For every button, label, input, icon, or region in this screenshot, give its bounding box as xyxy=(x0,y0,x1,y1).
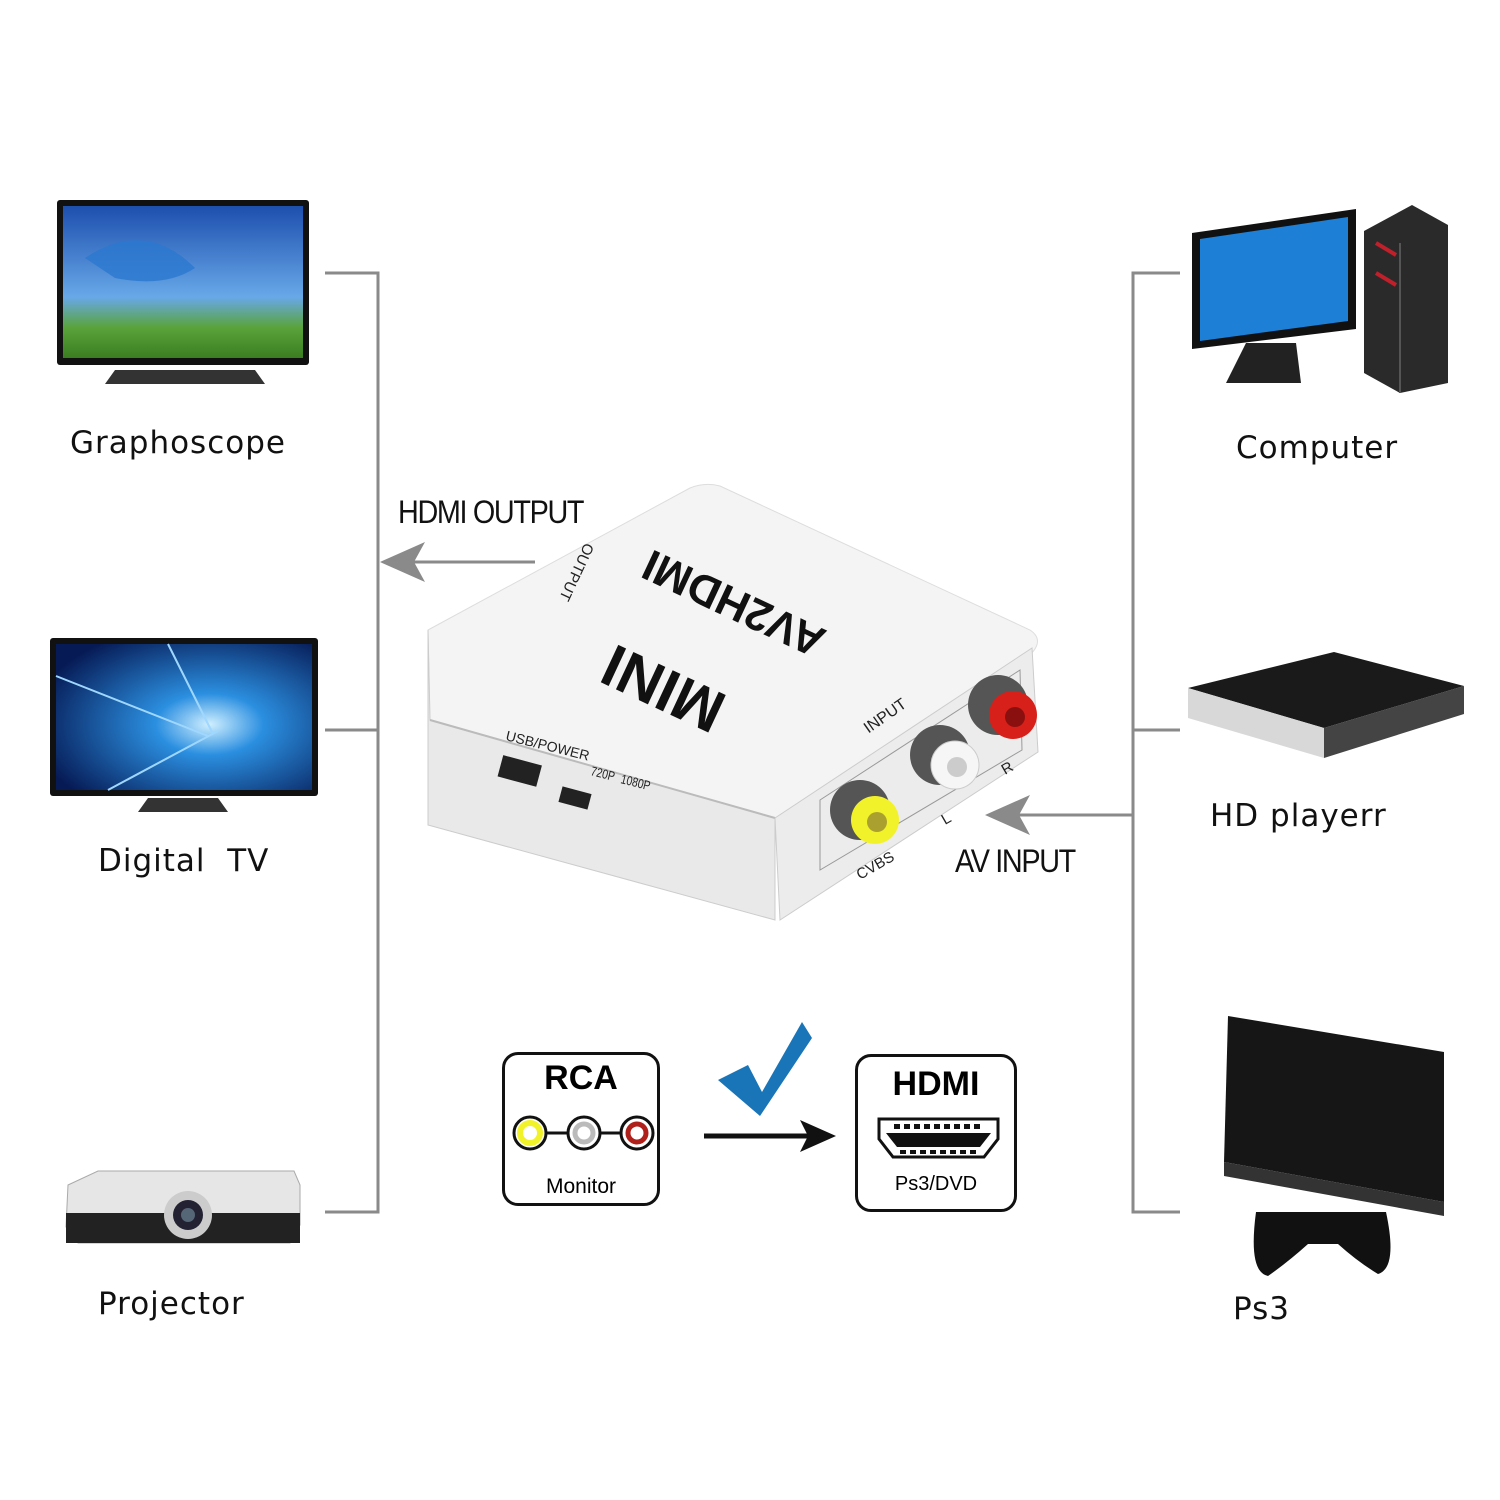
720p-text: 720P xyxy=(589,764,616,784)
l-text: L xyxy=(939,810,955,829)
arrow-left-icon xyxy=(380,542,425,582)
1080p-text: 1080P xyxy=(619,772,652,793)
hdmi-box: HDMI Ps3/DVD xyxy=(855,1054,1017,1212)
av2hdmi-converter: AV2HDMI MINI OUTPUT INPUT USB/POWER 720P… xyxy=(427,483,1039,921)
device-label-projector: Projector xyxy=(98,1286,245,1322)
hdmi-caption: Ps3/DVD xyxy=(894,1173,978,1195)
hdmi-title: HDMI xyxy=(892,1065,980,1103)
resolution-switch xyxy=(558,786,592,810)
dvd-player-icon xyxy=(1188,652,1464,758)
device-label-hd-player: HD playerr xyxy=(1210,798,1387,834)
rca-connectors-icon xyxy=(512,1115,655,1151)
device-label-ps3: Ps3 xyxy=(1233,1291,1291,1327)
device-label-graphoscope: Graphoscope xyxy=(70,425,286,461)
hdmi-connector-icon xyxy=(877,1117,1000,1159)
projector-icon xyxy=(65,1170,301,1244)
conversion-arrow xyxy=(704,1022,836,1152)
rca-title: RCA xyxy=(544,1059,618,1097)
rca-box: RCA Monitor xyxy=(502,1052,660,1206)
rca-port-l xyxy=(910,725,980,790)
device-label-computer: Computer xyxy=(1236,430,1399,466)
tv-icon xyxy=(57,200,309,384)
game-console-icon xyxy=(1224,1016,1444,1276)
device-label-digital-tv: Digital TV xyxy=(98,843,270,879)
arrow-left-icon xyxy=(985,795,1030,835)
rca-port-r xyxy=(968,675,1037,739)
tv-icon xyxy=(50,638,318,812)
usb-port xyxy=(497,755,542,787)
computer-icon xyxy=(1192,205,1448,393)
hdmi-output-label: HDMI OUTPUT xyxy=(398,494,584,530)
rca-port-cvbs xyxy=(830,780,899,844)
rca-caption: Monitor xyxy=(545,1175,617,1198)
checkmark-icon xyxy=(718,1022,812,1116)
av-input-label: AV INPUT xyxy=(955,843,1076,879)
arrow-right-icon xyxy=(800,1120,836,1152)
